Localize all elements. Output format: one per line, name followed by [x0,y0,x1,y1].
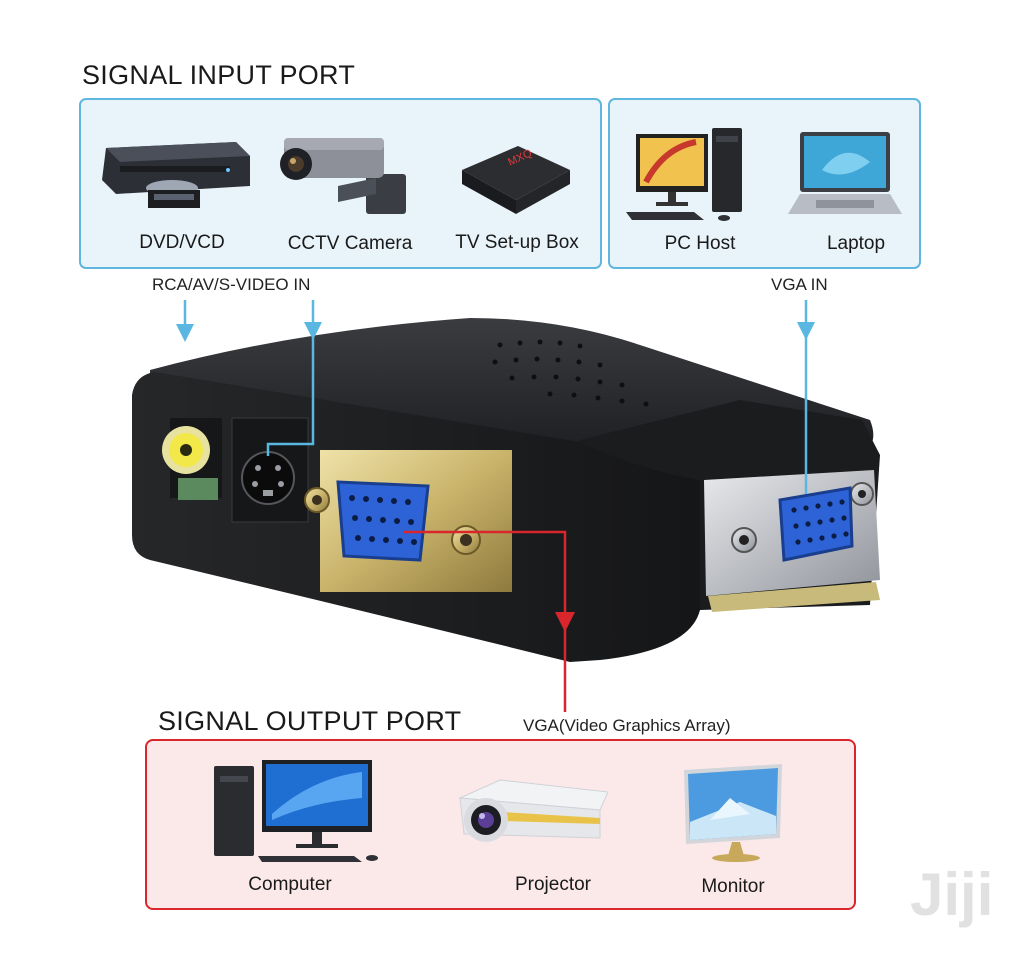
device-label-laptop: Laptop [826,233,886,254]
device-label-computer: Computer [248,874,332,895]
device-label-projector: Projector [514,874,592,895]
device-label-tv-box: TV Set-up Box [455,232,579,253]
device-label-monitor: Monitor [701,876,765,897]
watermark-logo: Jiji [910,861,994,928]
vga-in-port-label: VGA IN [771,275,828,294]
computer-icon [214,760,378,862]
device-label-pc-host: PC Host [664,233,736,254]
device-label-cctv-camera: CCTV Camera [287,233,413,254]
input-section-title: SIGNAL INPUT PORT [82,60,356,90]
device-label-dvd-vcd: DVD/VCD [139,232,225,253]
dvd-player-icon [102,142,250,208]
output-section-title: SIGNAL OUTPUT PORT [158,706,462,736]
av-port-label: RCA/AV/S-VIDEO IN [152,275,311,294]
pc-host-icon [626,128,742,221]
monitor-icon [684,764,782,862]
tv-box-icon: MXQ [462,146,570,214]
vga-out-port-label: VGA(Video Graphics Array) [523,716,731,735]
cctv-camera-icon [280,138,406,214]
laptop-icon [788,132,902,214]
projector-icon [458,779,609,842]
